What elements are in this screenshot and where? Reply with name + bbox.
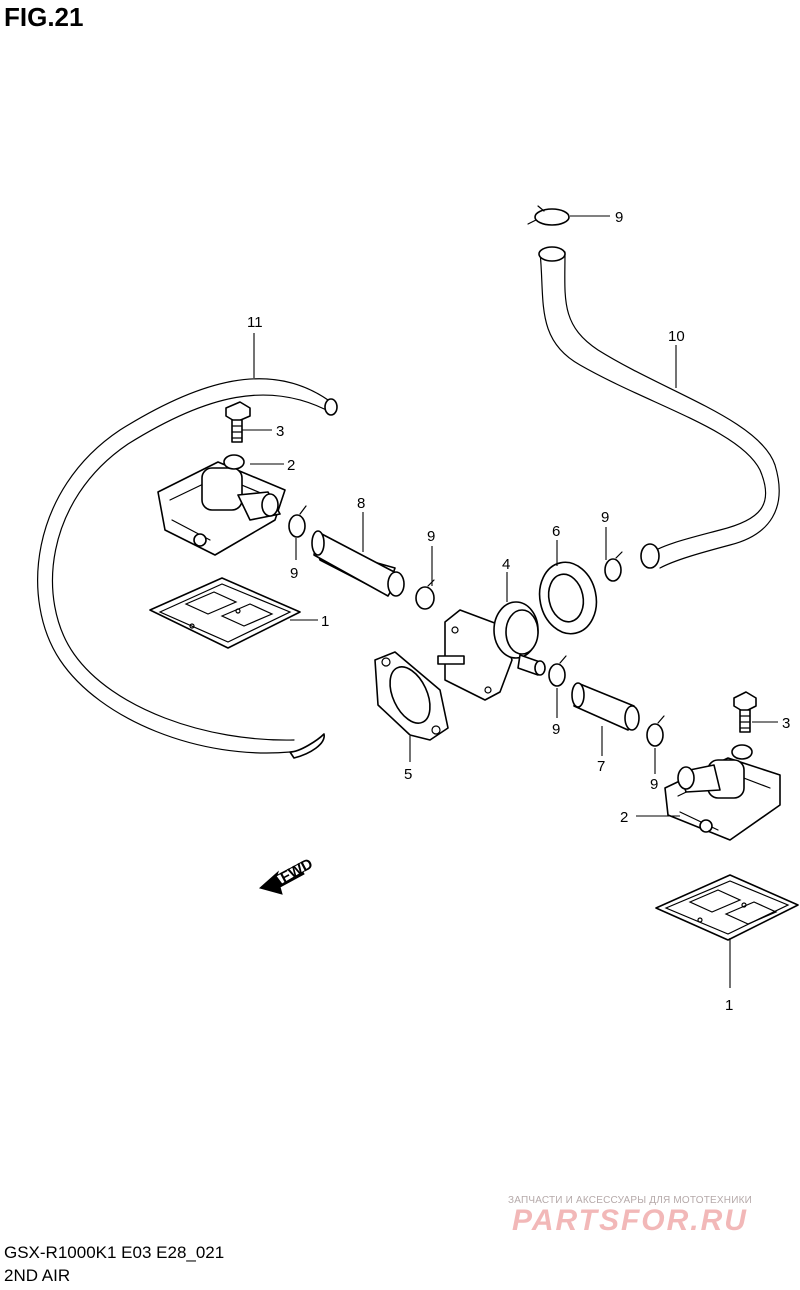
pipe-8 bbox=[311, 530, 405, 597]
callout-1-upper: 1 bbox=[321, 613, 329, 630]
reed-valve-1-upper bbox=[149, 577, 301, 649]
callout-2-upper: 2 bbox=[287, 457, 295, 474]
fwd-label: FWD bbox=[278, 855, 316, 886]
model-code: GSX-R1000K1 E03 E28_021 bbox=[4, 1243, 225, 1262]
callout-6: 6 bbox=[552, 523, 560, 540]
pair-valve-4 bbox=[437, 601, 546, 701]
callout-9-b: 9 bbox=[427, 528, 435, 545]
hose-clip-9-e bbox=[646, 715, 665, 747]
watermark: ЗАПЧАСТИ И АКСЕССУАРЫ ДЛЯ МОТОТЕХНИКИ PA… bbox=[480, 1195, 780, 1238]
section-name: 2ND AIR bbox=[4, 1266, 71, 1285]
hose-clip-9-c bbox=[604, 551, 623, 582]
watermark-tagline: ЗАПЧАСТИ И АКСЕССУАРЫ ДЛЯ МОТОТЕХНИКИ bbox=[507, 1195, 753, 1206]
callout-10: 10 bbox=[668, 328, 685, 345]
reed-valve-cap-2-upper bbox=[157, 454, 286, 556]
callout-2-lower: 2 bbox=[620, 809, 628, 826]
forward-direction-arrow: FWD bbox=[258, 855, 316, 895]
callout-3-lower: 3 bbox=[782, 715, 790, 732]
bolt-3-upper bbox=[225, 401, 251, 443]
callout-8: 8 bbox=[357, 495, 365, 512]
watermark-brand: PARTSFOR.RU bbox=[512, 1204, 748, 1237]
callout-5: 5 bbox=[404, 766, 412, 783]
pipe-7 bbox=[571, 682, 640, 731]
gasket-5 bbox=[374, 651, 449, 741]
callout-11: 11 bbox=[247, 314, 263, 331]
reed-valve-1-lower bbox=[655, 874, 799, 941]
hose-clip-9-d bbox=[548, 655, 567, 687]
callout-3-upper: 3 bbox=[276, 423, 284, 440]
bolt-3-lower bbox=[733, 691, 757, 733]
hose-11 bbox=[37, 378, 338, 759]
callout-9-d: 9 bbox=[552, 721, 560, 738]
callout-1-lower: 1 bbox=[725, 997, 733, 1014]
leader-lines bbox=[242, 215, 778, 988]
figure-title: FIG.21 bbox=[4, 2, 84, 32]
hose-clip-9-top bbox=[527, 205, 570, 226]
callout-9-e: 9 bbox=[650, 776, 658, 793]
callout-9-a: 9 bbox=[290, 565, 298, 582]
callout-9-c: 9 bbox=[601, 509, 609, 526]
callout-7: 7 bbox=[597, 758, 605, 775]
hose-clip-9-a bbox=[288, 505, 307, 538]
reed-valve-cap-2-lower bbox=[664, 744, 781, 841]
grommet-6 bbox=[538, 561, 598, 635]
hose-10 bbox=[538, 246, 780, 569]
callout-9-top: 9 bbox=[615, 209, 623, 226]
hose-clip-9-b bbox=[415, 579, 435, 610]
callout-4: 4 bbox=[502, 556, 510, 573]
